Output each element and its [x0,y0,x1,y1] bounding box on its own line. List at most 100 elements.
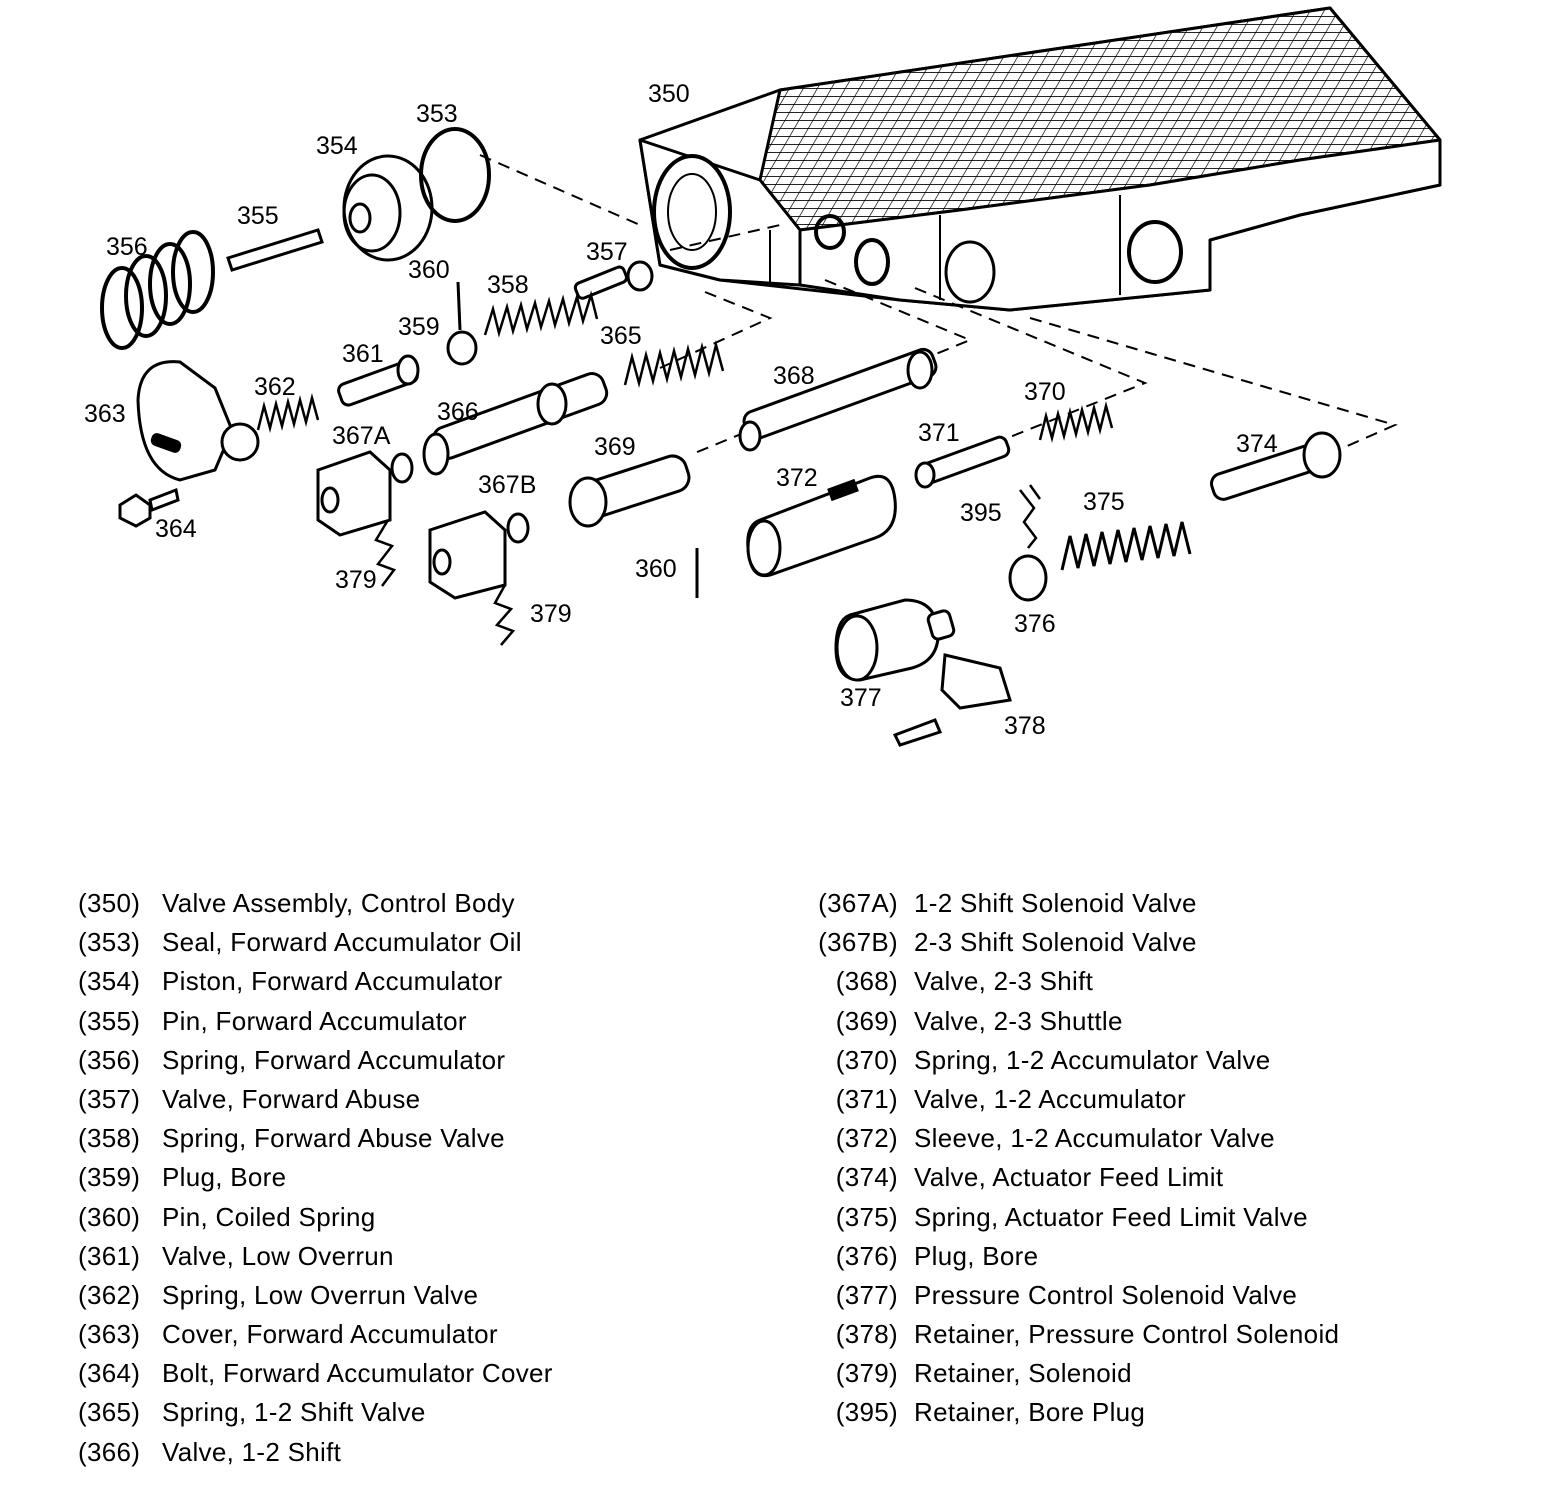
accumulator-valve-371 [914,435,1011,489]
callout-353: 353 [416,100,458,128]
legend-code: (378) [835,1319,898,1350]
legend-row: (395)Retainer, Bore Plug [818,1393,1339,1432]
shift-solenoid-367b [428,510,530,600]
legend-code: (353) [78,927,141,958]
callout-359: 359 [398,313,440,341]
legend-code: (371) [835,1083,898,1114]
legend-desc: Valve, Low Overrun [162,1240,394,1271]
legend-code: (358) [78,1123,141,1154]
shift-solenoid-367a [316,450,414,537]
legend-code: (364) [78,1358,141,1389]
legend-row: (372) Sleeve, 1-2 Accumulator Valve [818,1119,1339,1158]
callout-375: 375 [1083,488,1125,516]
legend-row: (359)Plug, Bore [78,1158,553,1197]
callout-366: 366 [437,398,479,426]
legend-desc: Spring, Forward Accumulator [162,1044,506,1075]
legend-code: (359) [78,1162,141,1193]
legend-desc: Bolt, Forward Accumulator Cover [162,1358,553,1389]
forward-abuse-spring-358 [483,290,599,338]
accumulator-cover-363 [136,360,260,482]
legend-row: (356) Spring, Forward Accumulator [78,1041,553,1080]
pressure-control-solenoid-377 [834,598,956,682]
accumulator-spring-356 [100,230,215,350]
legend-code: (372) [835,1123,898,1154]
actuator-feed-limit-valve-374 [1210,431,1342,501]
callout-376: 376 [1014,610,1056,638]
legend-desc: Plug, Bore [914,1240,1039,1271]
legend-desc: Cover, Forward Accumulator [162,1319,498,1350]
legend-desc: Valve Assembly, Control Body [162,888,515,918]
callout-360-upper: 360 [408,256,450,284]
callout-labels: 350 353 354 355 356 357 358 359 360 360 … [84,80,1278,740]
legend-row: (355)Pin, Forward Accumulator [78,1002,553,1041]
legend-desc: Valve, 1-2 Accumulator [914,1083,1187,1114]
legend-desc: Spring, 1-2 Accumulator Valve [914,1044,1271,1075]
legend-row: (376)Plug, Bore [818,1237,1339,1276]
callout-379-left: 379 [335,566,377,594]
parts-legend-right: (367A)1-2 Shift Solenoid Valve (367B)2-3… [818,884,1339,1433]
legend-desc: Retainer, Solenoid [914,1358,1132,1389]
legend-row: (354)Piston, Forward Accumulator [78,962,553,1001]
accumulator-valve-spring-370 [1038,401,1114,443]
legend-code: (356) [78,1044,141,1075]
legend-row: (379) Retainer, Solenoid [818,1354,1339,1393]
shuttle-valve-369 [568,454,691,528]
accumulator-seal-353 [419,127,491,223]
shift-valve-368 [738,347,938,452]
callout-379-right: 379 [530,600,572,628]
pressure-solenoid-retainer-378 [892,653,1012,747]
legend-code: (360) [78,1201,141,1232]
bore-plug-retainer-395 [1019,484,1042,549]
solenoid-retainer-379 [374,519,516,646]
legend-row: (365)Spring, 1-2 Shift Valve [78,1393,553,1432]
legend-row: (353)Seal, Forward Accumulator Oil [78,923,553,962]
legend-row: (366)Valve, 1-2 Shift [78,1433,553,1472]
legend-code: (355) [78,1005,141,1036]
legend-code: (350) [78,888,141,918]
callout-358: 358 [487,271,529,299]
callout-367b: 367B [478,471,536,499]
legend-code: (367B) [818,927,898,958]
legend-desc: Pressure Control Solenoid Valve [914,1279,1298,1310]
legend-row: (357)Valve, Forward Abuse [78,1080,553,1119]
low-overrun-spring-362 [256,393,320,433]
legend-code: (362) [78,1279,141,1310]
legend-desc: Spring, Actuator Feed Limit Valve [914,1201,1308,1232]
actuator-feed-limit-spring-375 [1060,521,1192,571]
callout-363: 363 [84,400,126,428]
callout-355: 355 [237,202,279,230]
legend-code: (369) [835,1005,898,1036]
shift-spring-365 [623,340,725,388]
legend-desc: Sleeve, 1-2 Accumulator Valve [914,1123,1275,1154]
legend-desc: Spring, Forward Abuse Valve [162,1123,505,1154]
legend-row: (358) Spring, Forward Abuse Valve [78,1119,553,1158]
coiled-spring-pin-360 [456,281,699,598]
legend-desc: Valve, Actuator Feed Limit [914,1162,1224,1193]
callout-370: 370 [1024,378,1066,406]
legend-code: (377) [835,1279,898,1310]
bore-plug-376 [1008,554,1048,602]
cover-bolt-364 [118,487,180,528]
callout-361: 361 [342,340,384,368]
legend-row: (363) Cover, Forward Accumulator [78,1315,553,1354]
callout-369: 369 [594,433,636,461]
legend-desc: Retainer, Bore Plug [914,1397,1146,1428]
callout-367a: 367A [332,422,391,450]
valve-body-350 [638,6,1442,312]
legend-row: (378)Retainer, Pressure Control Solenoid [818,1315,1339,1354]
legend-desc: 1-2 Shift Solenoid Valve [914,888,1197,918]
callout-365: 365 [600,322,642,350]
legend-row: (368)Valve, 2-3 Shift [818,962,1339,1001]
callout-354: 354 [316,132,358,160]
legend-row: (375) Spring, Actuator Feed Limit Valve [818,1198,1339,1237]
legend-row: (362)Spring, Low Overrun Valve [78,1276,553,1315]
legend-desc: Valve, Forward Abuse [162,1083,421,1114]
legend-desc: Valve, 1-2 Shift [162,1436,342,1467]
callout-378: 378 [1004,712,1046,740]
legend-row: (370)Spring, 1-2 Accumulator Valve [818,1041,1339,1080]
legend-desc: Spring, 1-2 Shift Valve [162,1397,426,1428]
legend-code: (363) [78,1319,141,1350]
legend-code: (375) [835,1201,898,1232]
low-overrun-valve-361 [337,354,420,407]
legend-code: (379) [835,1358,898,1389]
